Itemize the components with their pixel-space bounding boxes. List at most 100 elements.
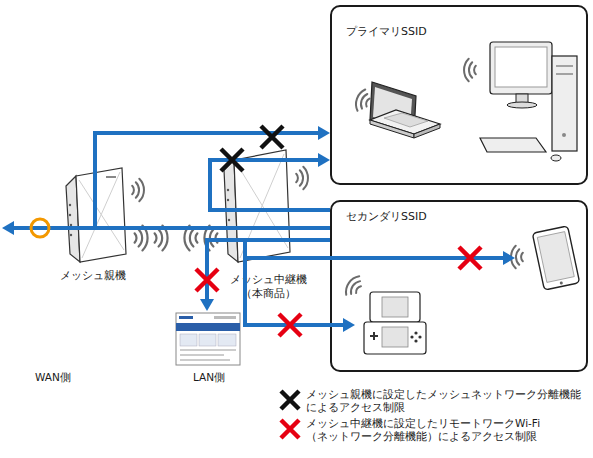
web-settings-screen: [180, 359, 230, 361]
wifi-signal: [204, 226, 217, 251]
arrow-head: [2, 221, 14, 235]
web-settings-screen: [199, 334, 216, 346]
mesh-router-illustration: [227, 199, 229, 201]
mesh-router-illustration: [69, 214, 71, 216]
game-console-illustration: [410, 335, 413, 338]
side-label: LAN側: [193, 371, 225, 384]
desktop-pc-illustration: [551, 155, 561, 161]
ssid-group-box: セカンダリSSID: [330, 200, 588, 372]
red-block-mark: [281, 420, 299, 438]
wifi-signal: [296, 167, 308, 190]
side-label: WAN側: [35, 371, 71, 384]
arrow-head: [343, 318, 355, 332]
web-settings-screen: [180, 354, 224, 356]
router-node: メッシュ中継機 （本商品）: [222, 148, 314, 300]
mesh-router-illustration: [234, 150, 290, 262]
mesh-router-illustration: [228, 219, 230, 221]
game-console-illustration: [370, 332, 378, 340]
router-node: メッシュ親機: [53, 160, 133, 282]
mesh-router-illustration: [70, 234, 72, 236]
desktop-pc-illustration: [556, 73, 573, 75]
desktop-pc-illustration: [480, 138, 546, 152]
tablet-illustration: [537, 232, 574, 283]
arrow-head: [200, 299, 214, 311]
wifi-signal: [342, 274, 365, 299]
arrow-head: [318, 153, 330, 167]
mesh-router-illustration: [76, 168, 126, 262]
wifi-signal: [353, 88, 372, 113]
node-label: メッシュ親機: [53, 268, 133, 282]
ssid-group-box: プライマリSSID: [330, 5, 588, 185]
node-label: プライマリSSID: [346, 25, 427, 38]
tablet-illustration: [532, 226, 579, 290]
node-label: セカンダリSSID: [346, 210, 427, 223]
mesh-router-illustration: [224, 150, 290, 262]
connector-line: [210, 160, 330, 210]
mesh-router-illustration: [82, 172, 120, 258]
desktop-pc-illustration: [490, 42, 552, 94]
web-settings-screen: [180, 349, 236, 351]
game-console-illustration: [414, 339, 417, 342]
game-console-illustration: [382, 327, 408, 347]
tablet-illustration: [532, 226, 579, 290]
legend-text: メッシュ中継機に設定したリモートワークWi-Fi （ネットワーク分離機能）による…: [306, 417, 591, 443]
mesh-router-illustration: [70, 224, 72, 226]
laptop-illustration: [370, 82, 440, 138]
mesh-router-illustration: [228, 209, 230, 211]
web-settings-screen: [214, 316, 236, 319]
desktop-pc-illustration: [552, 56, 577, 151]
node-label: メッシュ中継機 （本商品）: [222, 272, 314, 300]
web-settings-screen: [180, 334, 197, 346]
web-settings-screen: [176, 313, 240, 365]
laptop-illustration: [384, 113, 428, 127]
wifi-signal: [511, 246, 523, 269]
wifi-signal: [464, 59, 476, 82]
arrow-head: [2, 221, 515, 332]
black-block-mark: [281, 391, 299, 409]
arrow-head: [318, 126, 330, 140]
legend-text: メッシュ親機に設定したメッシュネットワーク分離機能 によるアクセス制限: [306, 388, 591, 414]
mesh-router-illustration: [240, 154, 284, 258]
connector: [210, 153, 330, 210]
wifi-signal: [155, 226, 168, 251]
tablet-illustration: [560, 281, 564, 285]
game-console-illustration: [414, 331, 417, 334]
mesh-router-illustration: [66, 168, 126, 262]
web-settings-screen: [179, 316, 193, 319]
web-settings-screen: [176, 313, 240, 365]
black-block-mark: [221, 149, 243, 171]
web-settings-screen: [218, 334, 236, 346]
game-console-illustration: [418, 335, 421, 338]
wan-port-marker: [31, 219, 49, 237]
connector-line: [95, 133, 330, 228]
red-block-mark: [196, 269, 218, 291]
mesh-router-illustration: [268, 158, 279, 160]
game-console-illustration: [364, 292, 426, 354]
desktop-pc-illustration: [495, 47, 547, 87]
desktop-pc-illustration: [556, 65, 573, 67]
traffic-line: [14, 226, 95, 230]
game-console-illustration: [364, 322, 426, 354]
desktop-pc-illustration: [480, 42, 577, 161]
wifi-signal: [132, 59, 523, 299]
mesh-router-illustration: [106, 176, 116, 178]
red-block-mark: [279, 314, 301, 336]
red-block-mark: [459, 247, 481, 269]
laptop-illustration: [414, 124, 440, 138]
wifi-signal: [184, 226, 197, 251]
mesh-router-illustration: [227, 189, 229, 191]
wifi-signal: [132, 179, 144, 202]
wifi-signal: [135, 226, 148, 251]
web-settings-screen: [176, 323, 240, 331]
traffic-line: [207, 240, 330, 299]
desktop-pc-illustration: [507, 102, 537, 108]
arrow-head: [503, 251, 515, 265]
desktop-pc-illustration: [562, 133, 566, 137]
traffic-line: [245, 256, 503, 260]
mesh-router-illustration: [69, 204, 71, 206]
traffic-line: [14, 228, 503, 325]
connector: [95, 126, 330, 228]
black-block-mark: [261, 126, 283, 148]
game-console-illustration: [382, 297, 408, 317]
